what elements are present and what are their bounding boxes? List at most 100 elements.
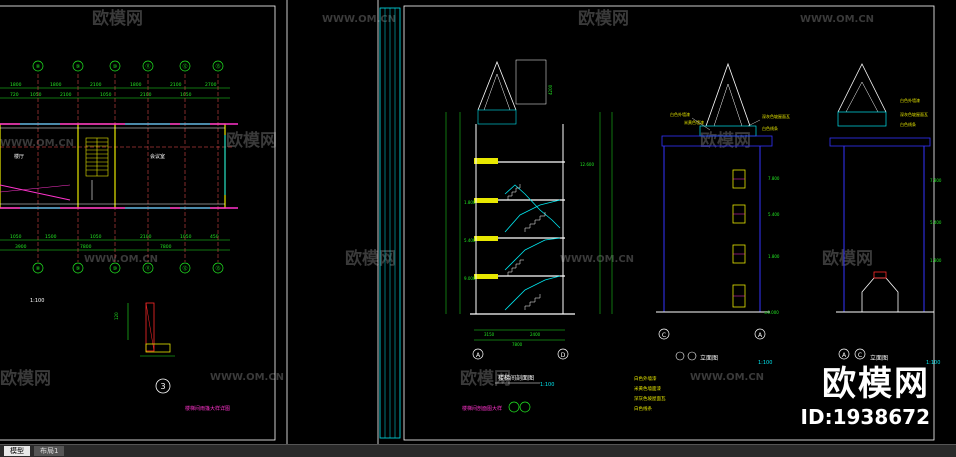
svg-text:7.800: 7.800: [930, 178, 942, 183]
svg-text:2100: 2100: [60, 92, 72, 98]
svg-text:1800: 1800: [50, 82, 62, 88]
axis-label: C: [662, 332, 666, 339]
axis-label: A: [476, 352, 481, 359]
watermark-url: WWW.OM.CN: [0, 138, 74, 149]
svg-text:1800: 1800: [10, 82, 22, 88]
watermark-logo: 欧模网: [460, 368, 511, 389]
svg-text:白色外墙漆: 白色外墙漆: [900, 97, 920, 103]
svg-text:1050: 1050: [90, 234, 102, 240]
svg-text:5.400: 5.400: [930, 220, 942, 225]
floor-plan: 1800 1800 2100 1800 2100 2700 720 1050 2100 10…: [0, 60, 238, 304]
elevation-2: 白色外墙漆 深灰色坡屋面瓦 白色线条 7.800 5.400 1.800 A C 立…: [829, 63, 942, 366]
canopy-detail: 120 3 楼梯间雨篷大样详图: [114, 302, 230, 412]
section-subtitle: 楼梯间剖面图大样: [462, 405, 502, 412]
watermark-url: WWW.OM.CN: [210, 372, 284, 383]
sheet-frame-right: [403, 5, 935, 441]
axis-label: ⑬: [215, 63, 220, 70]
material-note: 米黄色墙面漆: [634, 385, 661, 392]
svg-text:5.400: 5.400: [768, 212, 780, 217]
svg-text:深灰色坡屋面瓦: 深灰色坡屋面瓦: [900, 111, 928, 117]
svg-text:1050: 1050: [100, 92, 112, 98]
watermark-logo: 欧模网: [0, 368, 51, 389]
height-label: 5.400: [464, 238, 476, 243]
svg-text:±0.000: ±0.000: [764, 310, 779, 315]
watermark-url: WWW.OM.CN: [690, 372, 764, 383]
watermark-logo: 欧模网: [92, 8, 143, 29]
svg-text:4200: 4200: [548, 84, 553, 95]
svg-text:1050: 1050: [30, 92, 42, 98]
svg-text:2100: 2100: [140, 234, 152, 240]
axis-label: C: [858, 352, 862, 359]
axis-label: ⑩: [113, 64, 118, 70]
svg-text:1050: 1050: [180, 92, 192, 98]
section-scale: 1:100: [540, 382, 554, 388]
svg-text:720: 720: [10, 92, 19, 98]
detail-caption: 楼梯间雨篷大样详图: [185, 405, 230, 412]
watermark-logo: 欧模网: [226, 130, 277, 151]
svg-text:深灰色坡屋面瓦: 深灰色坡屋面瓦: [762, 113, 790, 119]
svg-text:7.800: 7.800: [768, 176, 780, 181]
svg-text:1500: 1500: [45, 234, 57, 240]
room-label: 楼厅: [14, 153, 24, 160]
watermark-logo: 欧模网: [822, 248, 873, 269]
sheet-frame-left: [0, 5, 276, 441]
plan-scale: 1:100: [30, 298, 44, 304]
watermark-url: WWW.OM.CN: [560, 254, 634, 265]
svg-text:7800: 7800: [160, 244, 172, 250]
svg-text:7800: 7800: [80, 244, 92, 250]
brand-id: ID:1938672: [800, 405, 930, 429]
stair-section: 4200: [445, 59, 613, 413]
watermark-url: WWW.OM.CN: [322, 14, 396, 25]
brand-watermark: 欧模网 ID:1938672: [801, 356, 930, 429]
material-note: 深灰色坡屋面瓦: [634, 395, 666, 402]
svg-text:2100: 2100: [170, 82, 182, 88]
axis-label: ⑧: [36, 64, 41, 70]
height-label: 9.000: [464, 276, 476, 281]
svg-text:1050: 1050: [180, 234, 192, 240]
elevation-scale: 1:100: [758, 360, 772, 366]
svg-text:白色线条: 白色线条: [762, 125, 778, 131]
svg-text:2100: 2100: [90, 82, 102, 88]
span-label: 3150: [484, 332, 495, 337]
tab-layout-1[interactable]: 布局1: [34, 446, 65, 456]
axis-label: A: [842, 352, 847, 359]
detail-number: 3: [160, 382, 165, 391]
material-note: 白色线条: [634, 405, 652, 412]
svg-text:3900: 3900: [15, 244, 27, 250]
room-label: 会议室: [150, 153, 165, 160]
watermark-logo: 欧模网: [700, 130, 751, 151]
svg-text:白色外墙漆: 白色外墙漆: [670, 111, 690, 117]
svg-text:白色线条: 白色线条: [900, 121, 916, 127]
sheet-frames: [0, 0, 935, 444]
axis-label: ⑩: [113, 266, 118, 272]
span-label: 2400: [530, 332, 541, 337]
height-label: 12.600: [580, 162, 594, 167]
elevation-title: 立面图: [870, 354, 888, 362]
axis-label: ⑪: [145, 265, 150, 272]
svg-text:1800: 1800: [130, 82, 142, 88]
watermark-url: WWW.OM.CN: [84, 254, 158, 265]
tab-model[interactable]: 模型: [4, 446, 30, 456]
svg-text:1.800: 1.800: [930, 258, 942, 263]
axis-label: ⑪: [145, 63, 150, 70]
layout-tab-bar: 模型 布局1: [0, 444, 956, 457]
brand-logo: 欧模网: [822, 364, 930, 404]
watermark-logo: 欧模网: [345, 248, 396, 269]
watermark-logo: 欧模网: [578, 8, 629, 29]
section-width: 7800: [512, 342, 523, 347]
watermark-url: WWW.OM.CN: [800, 14, 874, 25]
cad-drawing-canvas[interactable]: 欧模网 WWW.OM.CN 欧模网 WWW.OM.CN 欧模网 WWW.OM.C…: [0, 0, 956, 444]
axis-label: D: [561, 352, 566, 359]
elevation-title: 立面图: [700, 354, 718, 362]
axis-label: ⑫: [182, 265, 187, 272]
svg-text:米黄色墙漆: 米黄色墙漆: [684, 119, 704, 125]
svg-text:450: 450: [210, 234, 219, 240]
elevation-scale: 1:100: [926, 360, 940, 366]
watermark-layer: 欧模网 WWW.OM.CN 欧模网 WWW.OM.CN 欧模网 WWW.OM.C…: [0, 8, 874, 389]
axis-label: A: [758, 332, 763, 339]
material-note: 白色外墙漆: [634, 375, 657, 382]
svg-text:2700: 2700: [205, 82, 217, 88]
svg-text:1050: 1050: [10, 234, 22, 240]
svg-text:2100: 2100: [140, 92, 152, 98]
axis-label: ⑧: [36, 266, 41, 272]
